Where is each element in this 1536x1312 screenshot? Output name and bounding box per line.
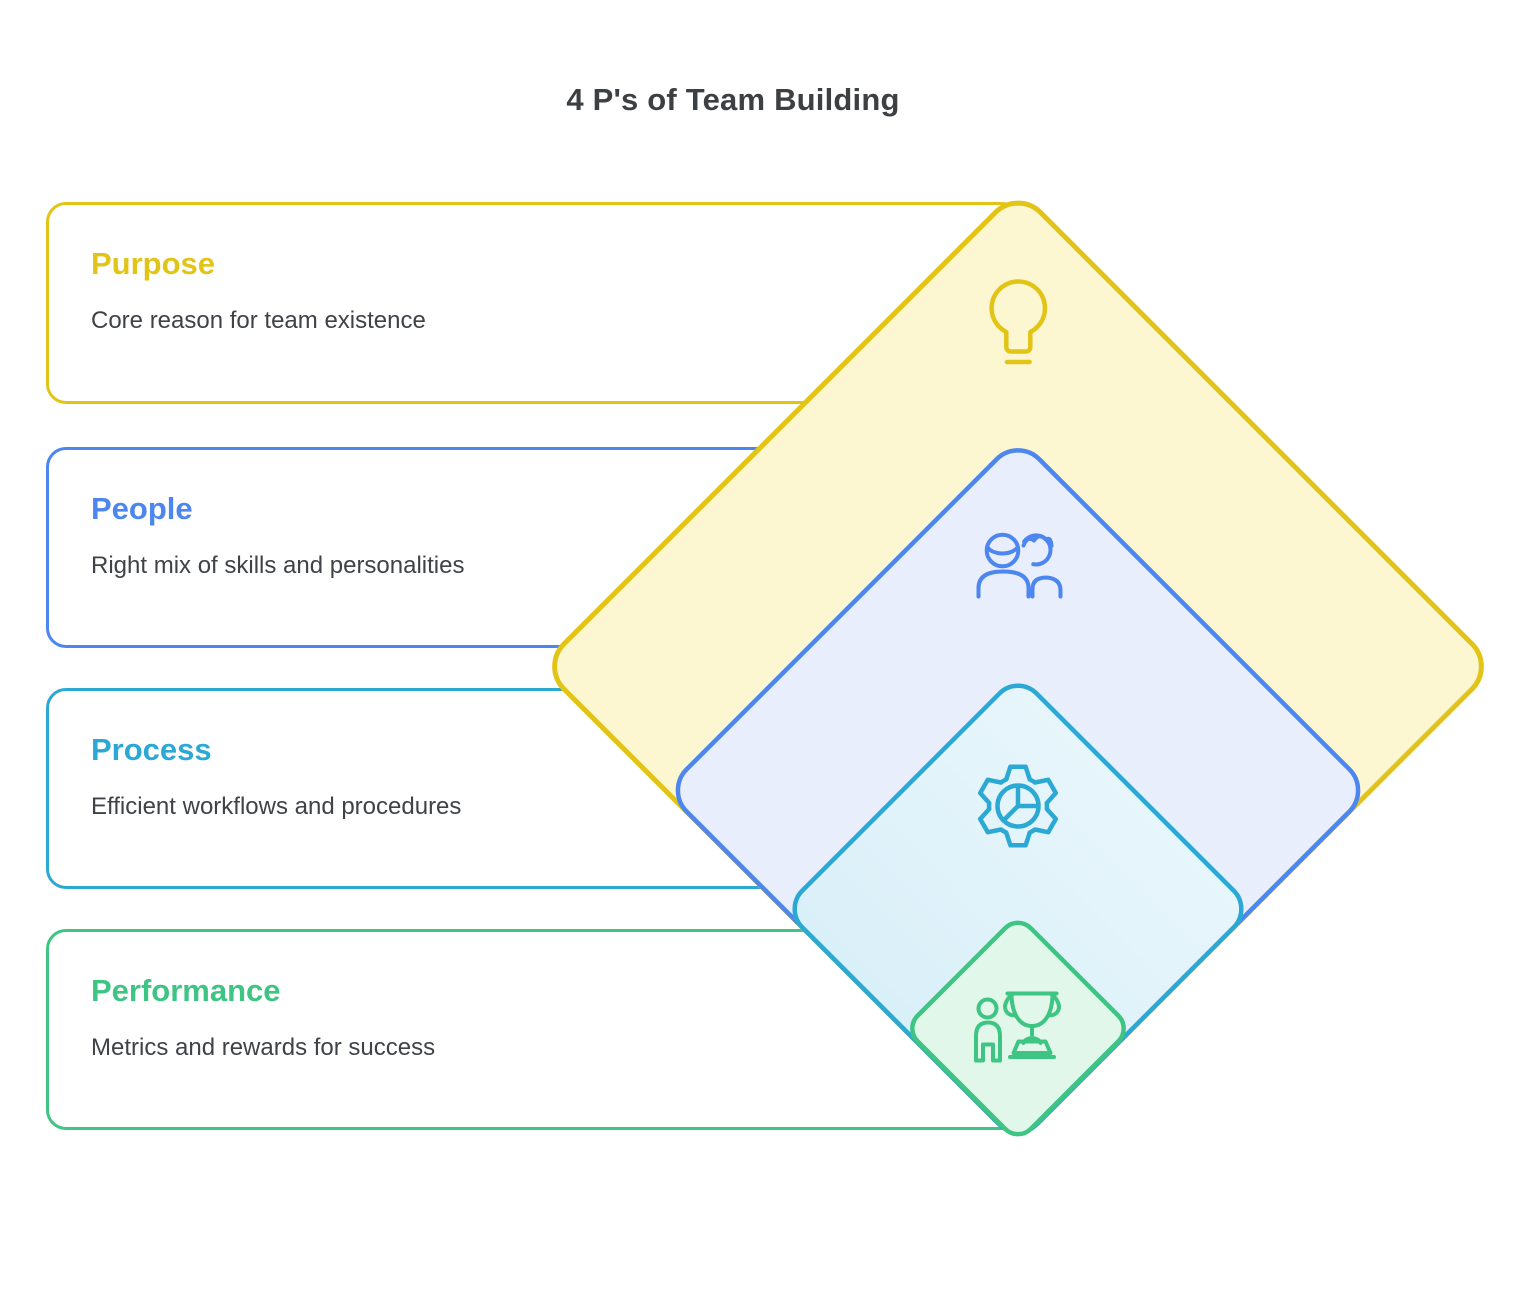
page-title: 4 P's of Team Building — [566, 82, 900, 117]
card-purpose-label: Purpose — [91, 246, 216, 281]
card-purpose: Purpose Core reason for team existence — [46, 202, 1022, 404]
card-performance-label: Performance — [91, 973, 281, 1008]
card-people-description: Right mix of skills and personalities — [91, 552, 465, 579]
card-people-label: People — [91, 491, 193, 526]
card-purpose-description: Core reason for team existence — [91, 307, 426, 334]
card-process-label: Process — [91, 732, 212, 767]
card-process: Process Efficient workflows and procedur… — [46, 688, 1022, 889]
card-performance: Performance Metrics and rewards for succ… — [46, 929, 1022, 1130]
card-performance-description: Metrics and rewards for success — [91, 1034, 436, 1061]
card-process-description: Efficient workflows and procedures — [91, 793, 462, 820]
card-people: People Right mix of skills and personali… — [46, 447, 1022, 648]
